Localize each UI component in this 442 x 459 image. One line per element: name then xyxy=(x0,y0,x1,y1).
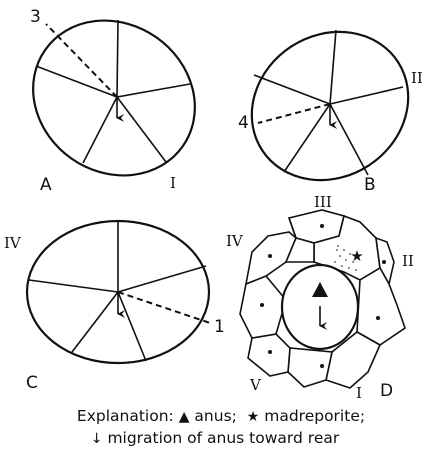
panel-c: 1 C IV xyxy=(4,221,225,393)
panel-b: 4 B II xyxy=(223,2,436,209)
ray-marker-b: II xyxy=(411,69,423,87)
ray-number-a: 3 xyxy=(30,7,41,27)
madreporite-label: madreporite; xyxy=(264,407,365,425)
ocular-plate-v xyxy=(248,334,290,376)
panel-d: ★ III IV II V I D xyxy=(226,193,414,400)
ray-marker-c: IV xyxy=(4,234,22,252)
panel-letter-d: D xyxy=(380,381,393,400)
dashed-ray-c xyxy=(118,292,210,323)
ambulacra-rays-a xyxy=(36,20,190,163)
ray-number-c: 1 xyxy=(214,317,225,337)
ambulacrum-label-i: I xyxy=(356,384,362,400)
panel-letter-a: A xyxy=(40,175,52,195)
ambulacrum-label-iii: III xyxy=(314,193,332,211)
genital-plate-left xyxy=(240,276,286,338)
genital-plate-right xyxy=(357,268,405,345)
madreporite-star: ★ xyxy=(350,247,363,265)
echinoid-diagram: 3 A I 4 B II 1 C IV xyxy=(0,0,442,400)
anus-label: anus; xyxy=(194,407,236,425)
ray-number-b: 4 xyxy=(238,113,249,133)
madreporite-symbol-icon: ★ xyxy=(247,409,260,425)
migration-arrow-icon: ↓ xyxy=(91,431,103,447)
ambulacrum-label-ii: II xyxy=(402,252,414,270)
ambulacra-rays-b xyxy=(254,30,403,175)
explanation-line-2: ↓ migration of anus toward rear xyxy=(0,429,420,447)
ambulacra-rays-c xyxy=(29,222,206,361)
anus-symbol-icon: ▲ xyxy=(179,409,190,425)
genital-plate-bottom xyxy=(288,348,332,387)
explanation-line-1: Explanation: ▲ anus; ★ madreporite; xyxy=(0,407,442,425)
ray-marker-a: I xyxy=(170,174,176,192)
panel-a: 3 A I xyxy=(3,0,226,207)
explanation-prefix: Explanation: xyxy=(77,407,174,425)
panel-letter-b: B xyxy=(364,175,376,195)
panel-letter-c: C xyxy=(26,373,38,393)
ambulacrum-label-v: V xyxy=(249,376,262,394)
migration-label: migration of anus toward rear xyxy=(107,429,339,447)
dashed-ray-a xyxy=(46,24,117,97)
ambulacrum-label-iv: IV xyxy=(226,232,244,250)
